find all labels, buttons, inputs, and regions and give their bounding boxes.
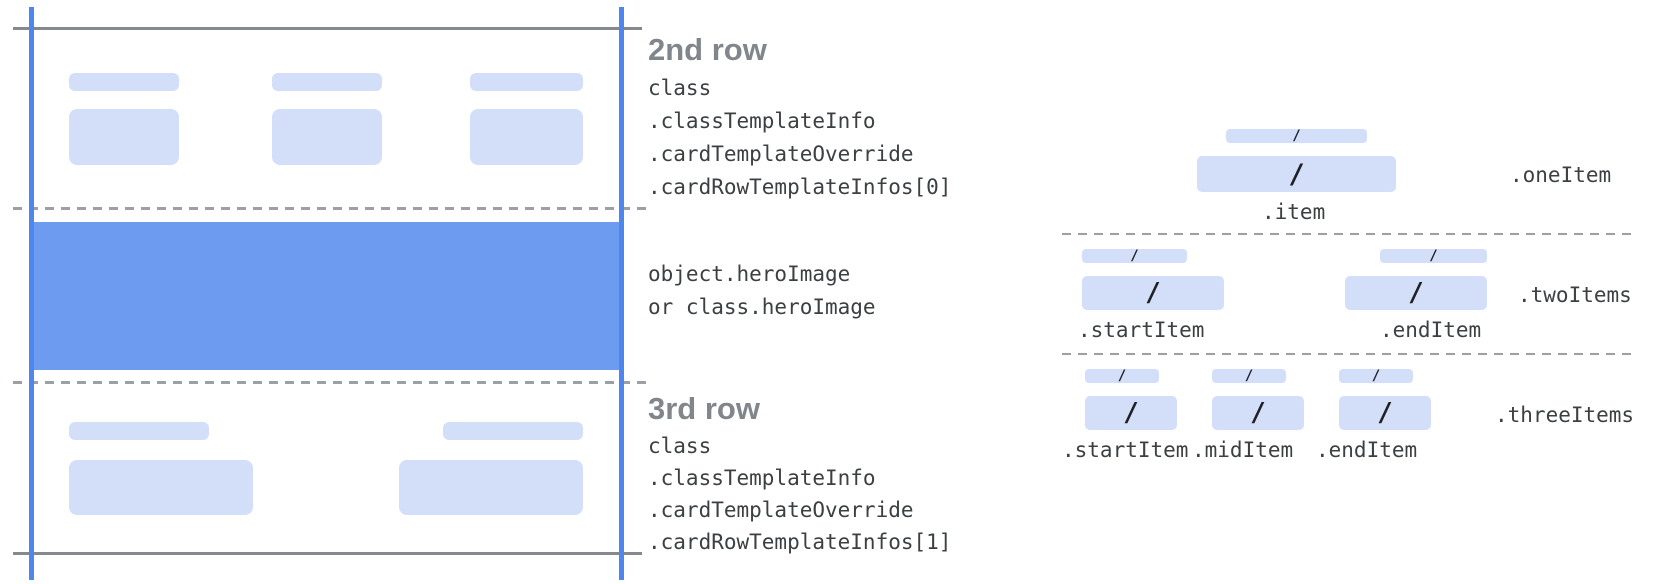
threeitems-start-label-bar: / [1085, 369, 1159, 383]
card-left-guide [29, 7, 34, 580]
slash-glyph: / [1377, 398, 1393, 428]
twoitems-end-label: .endItem [1380, 318, 1482, 342]
slash-glyph: / [1292, 128, 1301, 144]
threeitems-end-label-bar: / [1339, 369, 1413, 383]
threeitems-mid-label: .midItem [1192, 438, 1294, 462]
threeitems-end-value-bar: / [1339, 396, 1431, 430]
row2-item1-label-placeholder [69, 73, 179, 91]
hero-row3-divider [13, 381, 647, 384]
slash-glyph: / [1244, 368, 1254, 384]
row3-code-line: .cardRowTemplateInfos[1] [648, 530, 952, 554]
row3-code-line: .cardTemplateOverride [648, 498, 914, 522]
threeitems-mid-value-bar: / [1212, 396, 1304, 430]
oneitem-value-bar: / [1197, 156, 1396, 192]
twoitems-start-label: .startItem [1078, 318, 1205, 342]
twoitems-end-value-bar: / [1345, 276, 1487, 310]
twoitems-row-label: .twoItems [1518, 283, 1632, 307]
row2-item2-label-placeholder [272, 73, 382, 91]
row2-code-line: .cardTemplateOverride [648, 142, 914, 166]
threeitems-end-label: .endItem [1316, 438, 1418, 462]
slash-glyph: / [1117, 368, 1127, 384]
row2-item1-value-placeholder [69, 109, 179, 165]
slash-glyph: / [1429, 248, 1438, 264]
card-top-border [13, 27, 642, 30]
card-bottom-border [13, 552, 642, 555]
row3-start-label-placeholder [69, 422, 209, 440]
slash-glyph: / [1250, 398, 1266, 428]
hero-image-block [31, 222, 624, 370]
hero-code-path: object.heroImage or class.heroImage [648, 258, 876, 324]
threeitems-start-value-bar: / [1085, 396, 1177, 430]
twoitems-end-label-bar: / [1380, 249, 1487, 263]
row2-code-line: .classTemplateInfo [648, 109, 876, 133]
slash-glyph: / [1123, 398, 1139, 428]
twoitems-threeitems-divider [1062, 353, 1632, 355]
row2-heading: 2nd row [648, 32, 767, 67]
twoitems-start-label-bar: / [1082, 249, 1187, 263]
threeitems-start-label: .startItem [1062, 438, 1189, 462]
slash-glyph: / [1145, 278, 1161, 308]
threeitems-mid-label-bar: / [1212, 369, 1286, 383]
slash-glyph: / [1130, 248, 1139, 264]
row3-end-value-placeholder [399, 460, 583, 515]
threeitems-row-label: .threeItems [1495, 403, 1635, 427]
row3-code-line: .classTemplateInfo [648, 466, 876, 490]
row3-heading: 3rd row [648, 391, 760, 426]
row2-code-line: class [648, 76, 712, 100]
oneitem-row-label: .oneItem [1510, 163, 1612, 187]
slash-glyph: / [1408, 278, 1424, 308]
slash-glyph: / [1371, 368, 1381, 384]
row3-code-line: class [648, 434, 712, 458]
twoitems-start-value-bar: / [1082, 276, 1224, 310]
row2-hero-divider [13, 207, 647, 210]
row2-code-path: class .classTemplateInfo .cardTemplateOv… [648, 72, 951, 204]
row2-item2-value-placeholder [272, 109, 382, 165]
row3-end-label-placeholder [443, 422, 583, 440]
oneitem-label-bar: / [1226, 129, 1367, 143]
row3-code-path: class .classTemplateInfo .cardTemplateOv… [648, 430, 951, 558]
row2-code-line: .cardRowTemplateInfos[0] [648, 175, 952, 199]
row2-item3-label-placeholder [470, 73, 583, 91]
row3-start-value-placeholder [69, 460, 253, 515]
oneitem-item-label: .item [1262, 200, 1326, 224]
slash-glyph: / [1288, 158, 1305, 190]
oneitem-twoitems-divider [1062, 233, 1632, 235]
card-right-guide [619, 7, 624, 580]
hero-code-line: object.heroImage [648, 262, 851, 286]
hero-code-line: or class.heroImage [648, 295, 876, 319]
row2-item3-value-placeholder [470, 109, 583, 165]
